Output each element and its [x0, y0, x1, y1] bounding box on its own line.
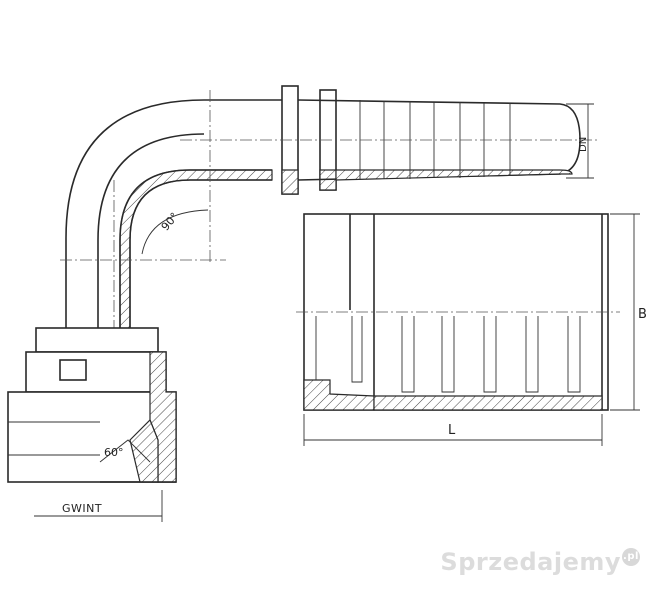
dn-label: DN	[578, 137, 589, 152]
nut-washer	[35, 327, 159, 353]
angle-bend-label: 90°	[159, 210, 181, 233]
elbow-inner-contour	[97, 133, 205, 330]
ferrule-groove-1	[401, 316, 415, 393]
hose-tail-section	[335, 169, 573, 181]
angle-cone-lines	[99, 439, 151, 463]
ferrule-shell	[373, 395, 603, 411]
watermark: Sprzedajemy.pl	[440, 548, 640, 576]
gwint-label: GWINT	[62, 502, 102, 515]
watermark-suffix: .pl	[622, 548, 640, 566]
angle-bend-arc	[141, 209, 209, 255]
collar-1-section	[281, 169, 299, 195]
ferrule-groove-4	[525, 316, 539, 393]
nut-window-1	[59, 359, 87, 381]
elbow-outer-contour	[65, 99, 285, 330]
angle-cone-label: 60°	[104, 446, 124, 459]
cone-section	[129, 418, 159, 483]
elbow-bore-contour	[129, 179, 272, 440]
l-label: L	[448, 423, 456, 438]
nut-shoulder	[25, 351, 167, 393]
ferrule-groove-2	[441, 316, 455, 393]
elbow-fitting: 90° 60° GWINT DN	[7, 85, 600, 522]
ferrule-groove-6	[351, 316, 363, 383]
ferrule-groove-5	[567, 316, 581, 393]
ferrule: B L	[296, 213, 647, 446]
watermark-text: Sprzedajemy	[440, 548, 621, 576]
ferrule-groove-3	[483, 316, 497, 393]
b-label: B	[638, 307, 647, 322]
elbow-bore-outer	[119, 169, 272, 445]
